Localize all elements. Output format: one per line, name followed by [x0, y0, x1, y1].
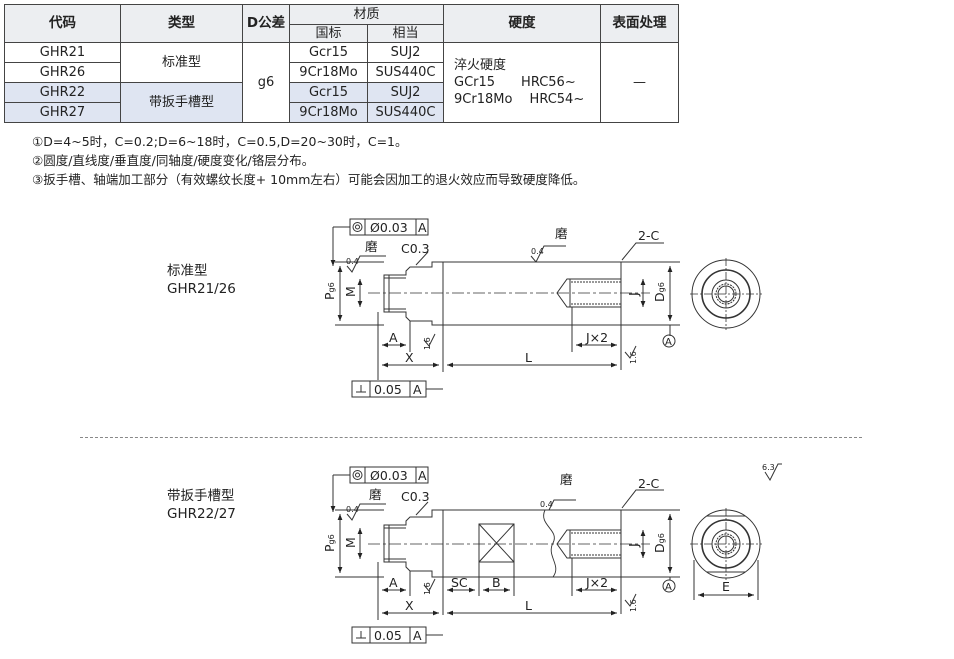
wrench-title-text: 带扳手槽型 — [167, 488, 235, 504]
hardness-cell: 淬火硬度 GCr15 HRC56~ 9Cr18Mo HRC54~ — [443, 42, 601, 123]
tolerance-value: g6 — [242, 42, 290, 123]
grind-label: 磨 — [560, 472, 573, 487]
x-dim: X — [405, 598, 414, 613]
row-type: 标准型 — [120, 42, 243, 83]
a-dim: A — [389, 575, 398, 590]
j2-dim: J×2 — [585, 575, 608, 590]
standard-codes-text: GHR21/26 — [167, 281, 236, 297]
note-1: ①D=4~5时，C=0.2;D=6~18时，C=0.5,D=20~30时，C=1… — [32, 134, 408, 149]
note-2: ②圆度/直线度/垂直度/同轴度/硬度变化/铬层分布。 — [32, 153, 315, 168]
roughness-16: 1.6 — [423, 582, 432, 595]
coax-frame — [330, 218, 429, 266]
spec-table: 代码 类型 D公差 材质 硬度 表面处理 国标 相当 GHR21 标准型 g6 … — [4, 4, 679, 123]
roughness-63: 6.3 — [762, 463, 775, 472]
coax-value: Ø0.03 — [370, 220, 408, 235]
material-national: Gcr15 — [289, 42, 368, 63]
datum-a: A — [665, 582, 672, 593]
header-surface: 表面处理 — [600, 4, 679, 43]
roughness-16: 1.6 — [423, 337, 432, 350]
material-national: Gcr15 — [289, 82, 368, 103]
coax-value: Ø0.03 — [370, 468, 408, 483]
header-material: 材质 — [289, 4, 444, 25]
row-type: 带扳手槽型 — [120, 82, 243, 123]
c2-label: 2-C — [638, 228, 659, 243]
hardness-line: GCr15 HRC56~ — [454, 75, 576, 90]
l-dim: L — [525, 350, 532, 365]
roughness-label: 0.4 — [346, 257, 359, 266]
chamfer-label: C0.3 — [401, 489, 430, 504]
x-dim: X — [405, 350, 414, 365]
header-material-national: 国标 — [289, 24, 368, 43]
p-label: Pg6 — [322, 534, 337, 552]
wrench-drawing — [330, 463, 782, 644]
m-label: M — [343, 537, 358, 548]
perp-datum: A — [413, 628, 422, 643]
note-3: ③扳手槽、轴端加工部分（有效螺纹长度+ 10mm左右）可能会因加工的退火效应而导… — [32, 172, 586, 187]
header-hardness: 硬度 — [443, 4, 601, 43]
header-code: 代码 — [4, 4, 121, 43]
roughness-16: 1.6 — [629, 599, 638, 612]
wrench-title: 带扳手槽型 GHR22/27 — [167, 487, 236, 523]
material-equiv: SUJ2 — [367, 82, 444, 103]
coax-datum: A — [418, 220, 427, 235]
j-label: J — [626, 543, 641, 548]
a-dim: A — [389, 330, 398, 345]
standard-title-text: 标准型 — [167, 263, 208, 279]
perp-value: 0.05 — [374, 628, 402, 643]
perp-datum: A — [413, 382, 422, 397]
standard-texts: Ø0.03 A 磨 C0.3 0.4 磨 0.4 2-C Pg6 M J Dg6… — [322, 220, 672, 397]
p-label: Pg6 — [322, 282, 337, 300]
grind-label: 磨 — [555, 226, 568, 241]
roughness-label: 0.4 — [346, 505, 359, 514]
row-code: GHR27 — [4, 102, 121, 123]
grind-label: 磨 — [365, 239, 378, 254]
j-label: J — [626, 292, 641, 297]
c2-label: 2-C — [638, 476, 659, 491]
roughness-label: 0.4 — [540, 500, 553, 509]
e-dim: E — [722, 579, 730, 594]
surface-value: — — [600, 42, 679, 123]
d-label: Dg6 — [652, 533, 667, 553]
section-divider — [80, 437, 862, 438]
perp-value: 0.05 — [374, 382, 402, 397]
wrench-codes-text: GHR22/27 — [167, 506, 236, 522]
chamfer-label: C0.3 — [401, 241, 430, 256]
b-dim: B — [492, 575, 501, 590]
coax-frame — [330, 466, 429, 512]
wrench-texts: Ø0.03 A 磨 C0.3 0.4 磨 0.4 2-C Pg6 M J Dg6… — [322, 463, 775, 643]
grind-label: 磨 — [369, 487, 382, 502]
d-label: Dg6 — [652, 282, 667, 302]
roughness-label: 0.4 — [531, 247, 544, 256]
material-national: 9Cr18Mo — [289, 102, 368, 123]
hardness-title: 淬火硬度 — [454, 58, 507, 73]
datum-a: A — [665, 337, 672, 348]
material-equiv: SUS440C — [367, 62, 444, 83]
standard-title: 标准型 GHR21/26 — [167, 262, 236, 298]
sc-dim: SC — [451, 575, 468, 590]
roughness-16: 1.6 — [629, 351, 638, 364]
material-national: 9Cr18Mo — [289, 62, 368, 83]
row-code: GHR22 — [4, 82, 121, 103]
j2-dim: J×2 — [585, 330, 608, 345]
standard-drawing — [330, 218, 762, 398]
material-equiv: SUS440C — [367, 102, 444, 123]
l-dim: L — [525, 598, 532, 613]
m-label: M — [343, 286, 358, 297]
notes: ①D=4~5时，C=0.2;D=6~18时，C=0.5,D=20~30时，C=1… — [32, 132, 585, 189]
hardness-line: 9Cr18Mo HRC54~ — [454, 92, 585, 107]
coax-datum: A — [418, 468, 427, 483]
